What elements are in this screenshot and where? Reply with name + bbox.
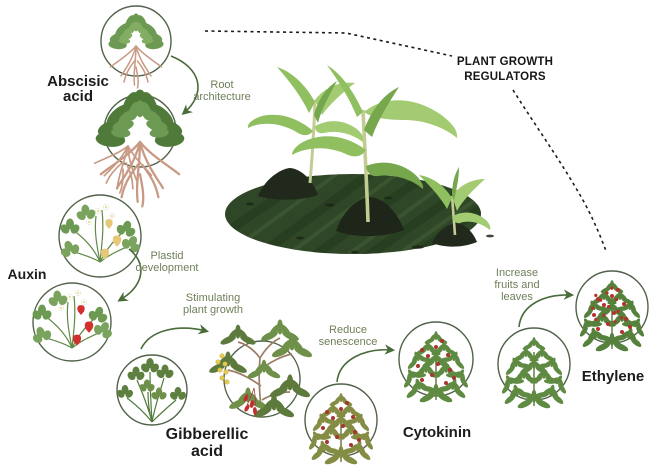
flowering-fruiting-shrub-icon [207,319,314,420]
abscisic-effect-arrow [170,55,199,116]
rosette-plant-deep-roots-icon [88,89,185,208]
dotted-line-right [512,89,607,252]
bush-many-fruits-icon [573,280,651,353]
cytokinin-effect-arrow [336,344,396,383]
cytokinin-group [302,321,475,466]
green-bush-with-berries-icon [397,331,475,404]
dotted-line-left [204,30,453,57]
cytokinin-label: Cytokinin [402,424,472,441]
increase-fruits-leaves-annotation: Increase fruits and leaves [494,267,540,304]
small-shrub-icon [115,357,188,423]
ethylene-label: Ethylene [581,368,645,385]
plastid-development-annotation: Plastid development [135,250,199,275]
auxin-before-circle [58,194,142,278]
stimulating-plant-growth-annotation: Stimulating plant growth [183,292,243,317]
reduce-senescence-annotation: Reduce senescence [318,324,378,349]
red-berry-cluster-icon [243,387,258,415]
corn-plant-right-icon [419,167,491,236]
auxin-group [28,194,145,362]
gibberellic-acid-label: Gibberellic acid [165,426,249,460]
diagram-title: PLANT GROWTH REGULATORS [456,56,554,83]
gibberellic-acid-group [115,319,314,426]
auxin-after-circle [32,282,112,362]
dotted-connector-lines [204,30,607,252]
abscisic-acid-group [88,5,199,208]
auxin-label: Auxin [7,266,47,282]
auxin-effect-arrow [117,248,142,302]
corn-seedlings-field-icon [225,65,494,254]
ethylene-effect-arrow [518,289,575,328]
abscisic-before-circle [100,5,172,77]
abscisic-acid-label: Abscisic acid [47,73,109,106]
gibberellic-before-circle [116,354,188,426]
senescent-bush-icon [302,393,380,466]
ethylene-group [495,270,651,410]
green-bush-icon [495,337,573,410]
corn-plant-center-icon [292,65,458,223]
corn-plant-left-icon [247,67,366,184]
root-architecture-annotation: Root architecture [193,79,251,104]
yellow-flower-raceme-icon [215,353,230,385]
gibberellic-effect-arrow [140,324,210,350]
